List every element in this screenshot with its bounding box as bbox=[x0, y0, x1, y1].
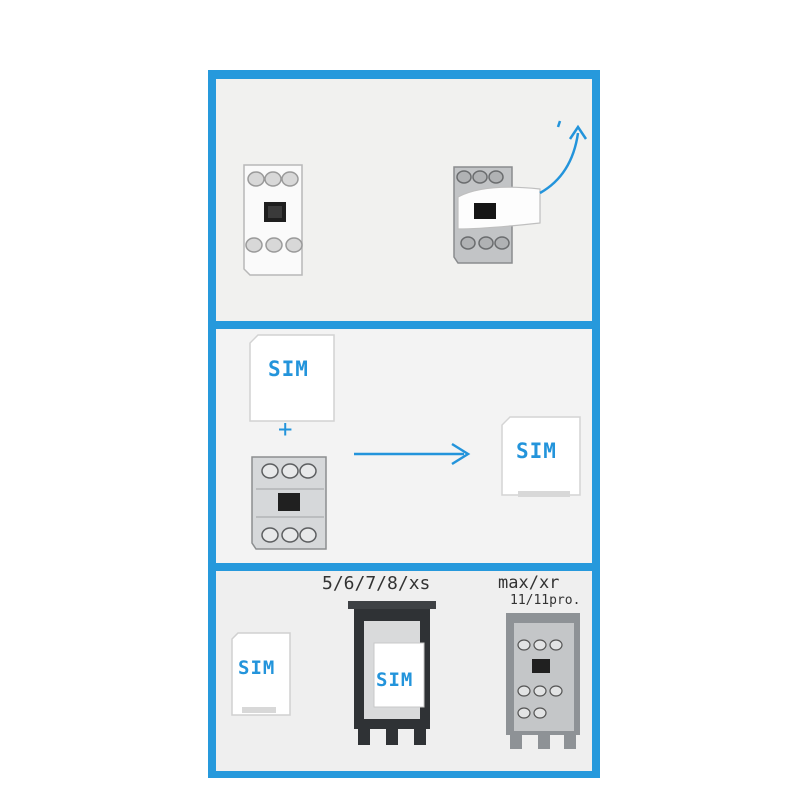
unlock-chip-silver bbox=[251, 456, 327, 550]
sim-tray-large-models bbox=[506, 613, 580, 749]
unlock-chip-sticker bbox=[243, 164, 303, 276]
result-sim-label: SIM bbox=[516, 439, 557, 463]
sim-card-outline bbox=[249, 334, 335, 422]
instruction-frame: SIM + SIM SIM 5/6/7/8/xs bbox=[208, 70, 600, 778]
sim-card-label: SIM bbox=[268, 357, 309, 381]
sim-with-chip-result bbox=[501, 416, 581, 497]
plus-sign: + bbox=[278, 415, 294, 443]
sim-card-ready bbox=[231, 632, 291, 716]
step-2-panel: SIM + SIM bbox=[216, 329, 592, 563]
tray-sim-label: SIM bbox=[376, 669, 414, 691]
large-tray-models-label-2: 11/11pro. bbox=[510, 593, 581, 608]
large-tray-models-label: max/xr bbox=[498, 573, 560, 593]
step-1-panel bbox=[216, 79, 592, 321]
arrow-right-icon bbox=[354, 442, 471, 466]
ready-sim-label: SIM bbox=[238, 657, 276, 679]
step-3-panel: SIM 5/6/7/8/xs SIM max/xr 11/11pro. bbox=[216, 571, 592, 771]
sim-tray-small-models bbox=[348, 601, 436, 745]
curved-arrow-up-right-icon bbox=[539, 120, 588, 195]
chip-peeling-illustration bbox=[453, 166, 541, 264]
small-tray-models-label: 5/6/7/8/xs bbox=[322, 573, 431, 594]
